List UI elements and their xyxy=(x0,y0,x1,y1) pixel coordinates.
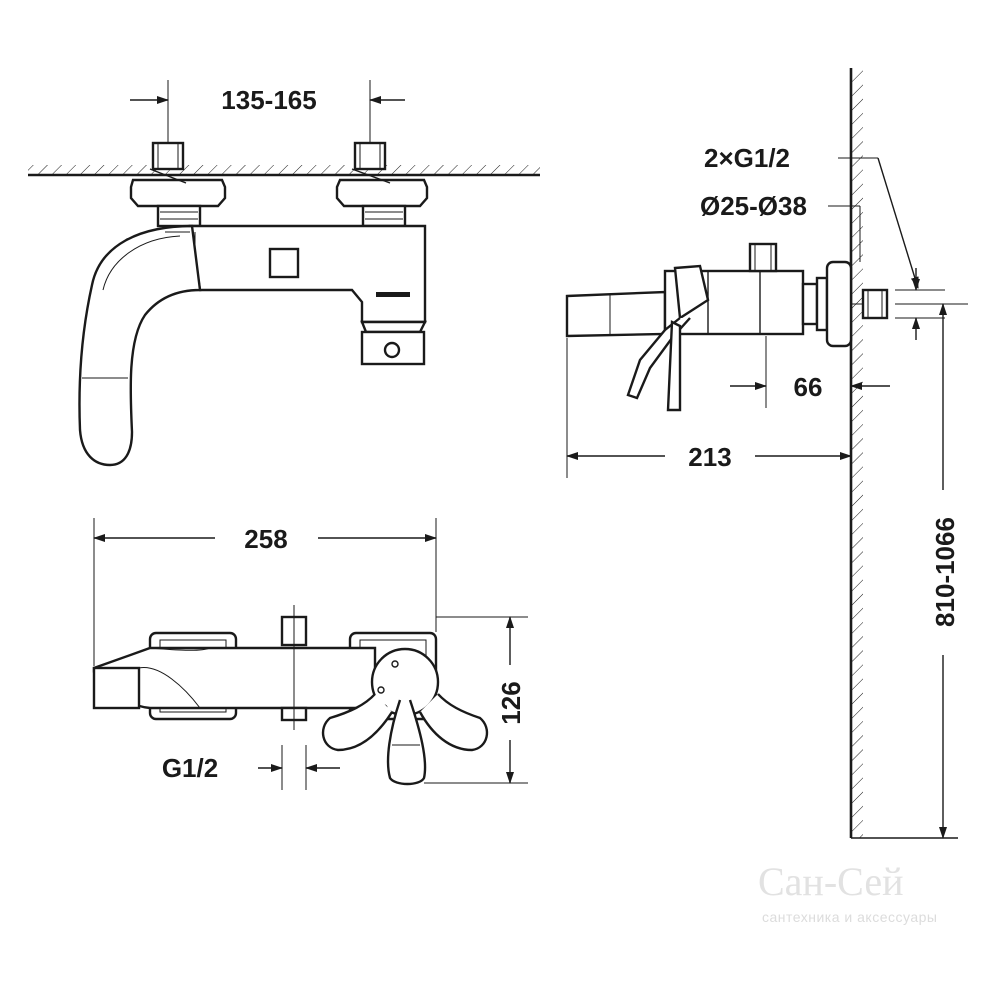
dim-thread-small xyxy=(895,268,968,340)
watermark-tagline: сантехника и аксессуары xyxy=(762,909,937,925)
left-inlet xyxy=(129,141,227,228)
front-view: 135-165 xyxy=(28,80,540,467)
right-inlet xyxy=(335,141,429,228)
side-lever xyxy=(626,264,710,412)
watermark: Сан-Сей сантехника и аксессуары xyxy=(758,859,937,925)
dim-total-length-label: 258 xyxy=(244,524,287,554)
dim-height-label: 126 xyxy=(496,681,526,724)
dim-pipe-diameter-label: Ø25-Ø38 xyxy=(700,191,807,221)
dim-mount-height-label: 810-1066 xyxy=(930,517,960,627)
side-connector xyxy=(801,260,889,348)
dim-pipe-diameter: Ø25-Ø38 xyxy=(700,191,861,262)
wall-section xyxy=(849,68,958,839)
mixer-body xyxy=(188,224,427,366)
dim-inlet-spacing-label: 135-165 xyxy=(221,85,316,115)
wall-surface-top xyxy=(28,165,540,177)
side-view: 2×G1/2 Ø25-Ø38 66 213 xyxy=(565,68,968,839)
dim-height: 126 xyxy=(424,616,528,784)
top-view: 258 126 G1/2 xyxy=(92,518,528,790)
dim-thread-pair: 2×G1/2 xyxy=(704,143,919,289)
dim-wall-clearance-label: 66 xyxy=(794,372,823,402)
watermark-brand: Сан-Сей xyxy=(758,859,904,904)
dim-inlet-thread-label: G1/2 xyxy=(162,753,218,783)
dim-thread-pair-label: 2×G1/2 xyxy=(704,143,790,173)
spout xyxy=(78,224,202,467)
dim-projection: 213 xyxy=(566,338,852,478)
dim-inlet-spacing: 135-165 xyxy=(130,80,405,142)
dim-inlet-thread: G1/2 xyxy=(162,745,340,790)
top-handle xyxy=(321,647,489,786)
side-spout xyxy=(565,290,667,338)
dim-mount-height: 810-1066 xyxy=(930,303,960,839)
dim-total-length: 258 xyxy=(93,518,437,666)
dim-projection-label: 213 xyxy=(688,442,731,472)
dim-wall-clearance: 66 xyxy=(730,336,890,408)
